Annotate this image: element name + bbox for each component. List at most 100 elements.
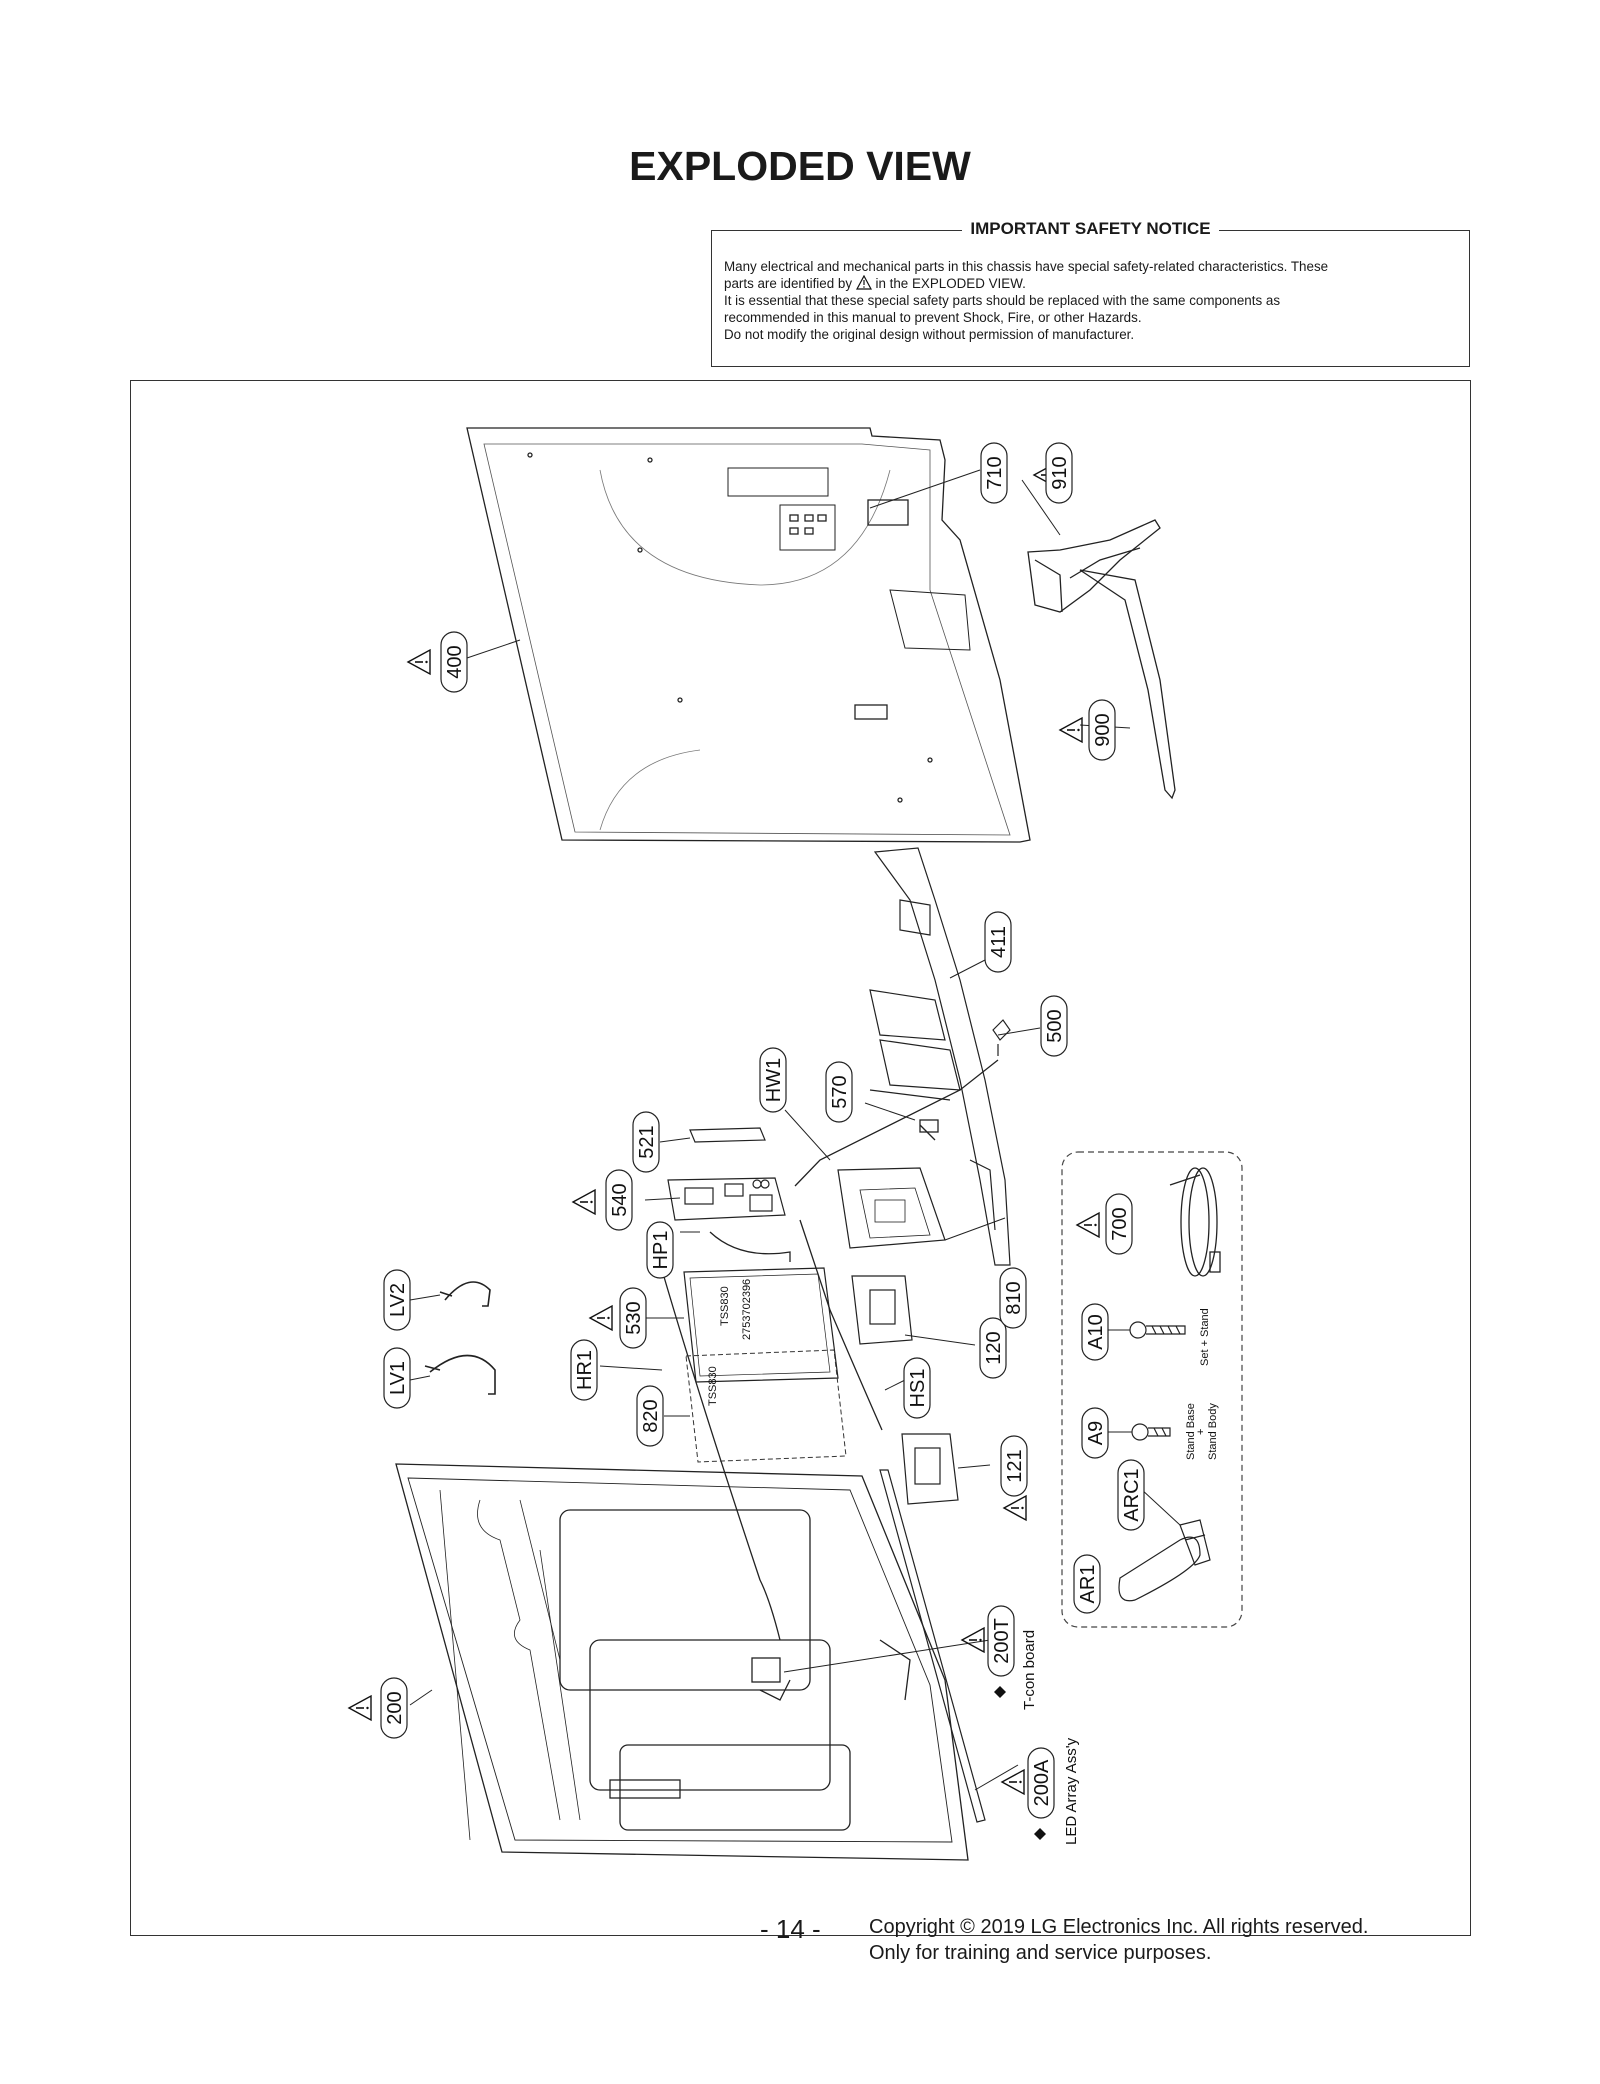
warning-triangle-icon [572,1189,596,1215]
insulator-sheet-820 [685,1349,847,1463]
power-supply-530 [683,1267,839,1383]
safety-notice-box: IMPORTANT SAFETY NOTICE Many electrical … [711,219,1470,367]
part-label-200a: 200A LED Array Ass'y [1001,1737,1080,1845]
notice-line: Do not modify the original design withou… [724,327,1135,342]
svg-text:200T: 200T [991,1618,1013,1664]
caption-set-stand: Set + Stand [1199,1308,1211,1366]
warning-triangle-icon [1001,1769,1025,1795]
diamond-icon [1034,1828,1046,1840]
screw-a10 [1129,1321,1186,1339]
part-label-700: 700 [1076,1193,1133,1255]
svg-text:710: 710 [984,456,1006,489]
board-mark: 2753702396 [741,1279,753,1340]
notice-line: recommended in this manual to prevent Sh… [724,310,1142,325]
part-label-200: 200 [348,1677,408,1739]
svg-text:LED Array Ass'y: LED Array Ass'y [1063,1737,1080,1845]
svg-text:121: 121 [1004,1449,1026,1482]
svg-text:120: 120 [983,1331,1005,1364]
panel-module-200 [395,1463,969,1861]
screw-a9 [1131,1423,1171,1441]
warning-triangle-icon [961,1627,985,1653]
part-label-710: 710 [980,442,1008,504]
part-label-hp1: HP1 [646,1221,674,1279]
svg-text:521: 521 [636,1125,658,1158]
caption-stand-base: Stand Base [1185,1403,1197,1460]
svg-text:LV1: LV1 [387,1361,409,1395]
svg-text:530: 530 [623,1301,645,1334]
svg-text:200A: 200A [1031,1759,1053,1806]
part-label-hw1: HW1 [759,1047,787,1113]
bracket-411 [869,847,1011,1266]
part-label-hr1: HR1 [570,1339,598,1401]
part-label-521: 521 [632,1111,660,1173]
svg-text:HP1: HP1 [650,1231,672,1270]
svg-text:411: 411 [988,926,1010,958]
notice-line: It is essential that these special safet… [724,293,1281,308]
svg-text:HW1: HW1 [763,1058,785,1102]
part-500 [992,1019,1011,1056]
plate-810 [837,1167,946,1249]
back-cover-400 [466,427,1031,843]
svg-text:AR1: AR1 [1077,1565,1099,1604]
part-label-hs1: HS1 [903,1357,931,1419]
notice-line: Many electrical and mechanical parts in … [724,259,1329,274]
svg-text:540: 540 [609,1183,631,1216]
warning-triangle-icon [348,1695,372,1721]
svg-text:LV2: LV2 [387,1283,409,1317]
page-number: - 14 - [760,1914,821,1944]
exploded-view-frame [130,380,1471,1936]
warning-triangle-icon [407,649,431,675]
svg-text:ARC1: ARC1 [1121,1468,1143,1521]
part-label-820: 820 [636,1385,664,1447]
diamond-icon [994,1686,1006,1698]
svg-text:HR1: HR1 [574,1350,596,1390]
main-board-540 [667,1127,786,1221]
part-label-900: 900 [1059,699,1116,761]
svg-text:500: 500 [1044,1009,1066,1042]
stand-910-900 [1027,519,1176,800]
svg-text:HS1: HS1 [907,1369,929,1408]
svg-text:200: 200 [384,1691,406,1724]
warning-triangle-icon [1003,1495,1027,1521]
part-label-411: 411 [984,911,1012,973]
svg-text:400: 400 [444,645,466,678]
part-label-400: 400 [407,631,468,693]
part-label-200t: 200T T-con board [961,1605,1038,1710]
part-label-120: 120 [979,1317,1007,1379]
lvds-cable-lv2 [439,1281,491,1307]
safety-notice-text: Many electrical and mechanical parts in … [724,258,1457,343]
warning-triangle-icon [589,1305,613,1331]
part-label-arc1: ARC1 [1117,1459,1145,1531]
board-mark: TSS830 [707,1366,719,1406]
safety-notice-heading: IMPORTANT SAFETY NOTICE [962,219,1219,238]
part-label-540: 540 [572,1169,633,1231]
power-cord-700 [1169,1167,1221,1277]
notice-line: parts are identified by in the EXPLODED … [724,275,1026,291]
part-label-a9: A9 [1081,1407,1109,1459]
svg-text:T-con board: T-con board [1021,1630,1038,1710]
part-label-500: 500 [1040,995,1068,1057]
svg-text:A10: A10 [1085,1314,1107,1350]
warning-triangle-icon [1059,717,1083,743]
wire-harnesses [661,1059,999,1701]
svg-text:910: 910 [1049,456,1071,489]
svg-text:900: 900 [1092,713,1114,746]
speaker-120 [851,1275,913,1345]
part-label-810: 810 [999,1267,1027,1329]
svg-text:570: 570 [829,1075,851,1108]
page-title: EXPLODED VIEW [629,143,971,189]
part-label-lv2: LV2 [383,1269,411,1331]
footer-copyright: Copyright © 2019 LG Electronics Inc. All… [869,1916,1369,1964]
remote-holder-arc1 [1179,1519,1211,1566]
part-label-910: 910 [1033,442,1073,504]
part-label-ar1: AR1 [1073,1554,1101,1614]
svg-text:700: 700 [1109,1207,1131,1240]
warning-triangle-icon [1076,1212,1100,1238]
part-label-lv1: LV1 [383,1347,411,1409]
svg-text:810: 810 [1003,1281,1025,1314]
svg-text:820: 820 [640,1399,662,1432]
part-label-121: 121 [1000,1435,1028,1521]
part-label-530: 530 [589,1287,647,1349]
part-label-a10: A10 [1081,1303,1109,1361]
warning-triangle-icon [855,275,872,290]
